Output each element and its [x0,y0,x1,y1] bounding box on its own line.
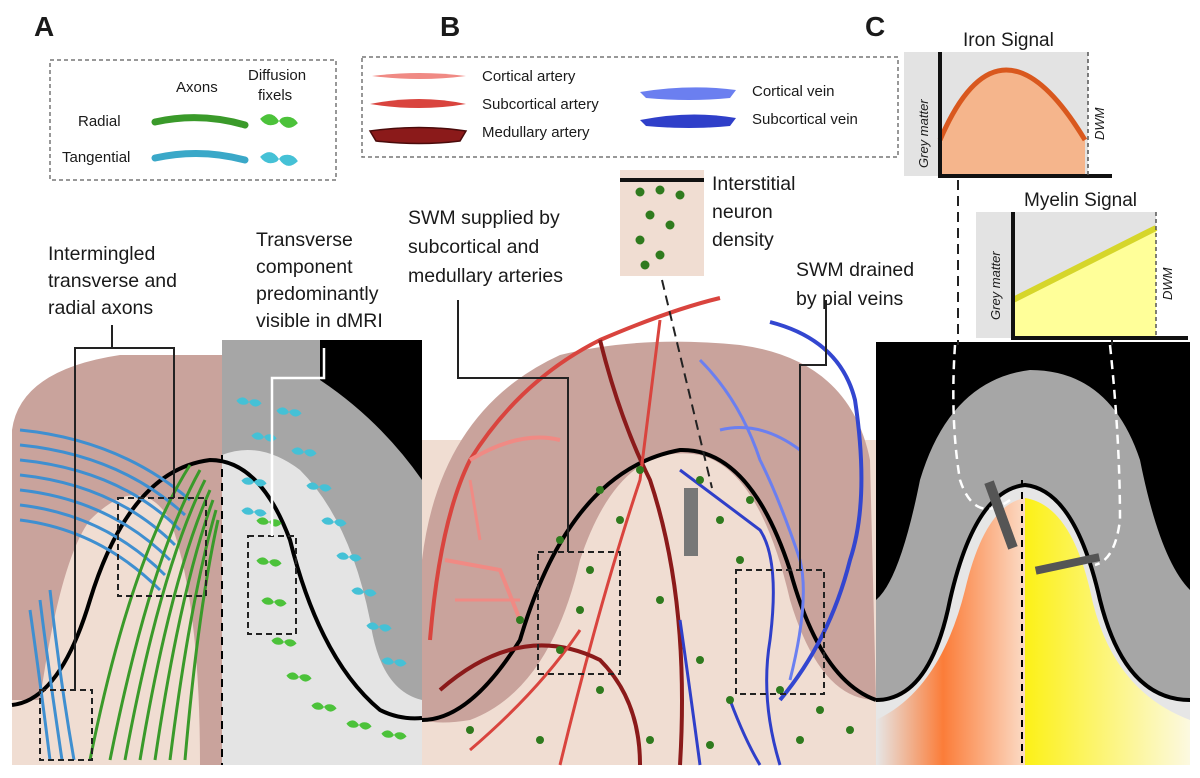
anno-swm-drained-1: SWM drained [796,259,914,281]
legend-subcortical-vein: Subcortical vein [752,111,858,128]
bracket-swm-supplied [457,300,569,552]
legend-tangential-axon [151,150,249,164]
legend-col-fixels-1: Diffusion [248,67,306,84]
cortex-pink-a [12,355,222,765]
panel-a [11,325,423,765]
myelin-sample-bar [1034,553,1101,575]
arteries-b [428,296,721,766]
legend-row-tangential: Tangential [62,149,130,166]
csf-black-a [320,340,422,480]
anno-interstitial-2: neuron [712,201,773,223]
gm-wm-boundary-b [421,447,877,722]
anno-swm-supplied-1: SWM supplied by [408,207,560,229]
anno-transverse-2: component [256,256,353,278]
legend-cortical-artery: Cortical artery [482,68,576,85]
iron-gradient-c [876,498,1025,765]
legend-b [361,56,899,158]
gm-wm-boundary-c [875,482,1191,702]
iron-plot-right-label: DWM [1092,107,1107,140]
roi-box-b1 [537,551,621,675]
legend-medullary-artery: Medullary artery [482,124,590,141]
anno-transverse-3: predominantly [256,283,379,305]
legend-cortical-artery-swatch [372,73,466,79]
iron-curve [937,67,1088,142]
legend-col-axons: Axons [176,79,218,96]
sample-column-b [684,488,698,556]
gm-wm-boundary-a [11,457,423,721]
anno-swm-supplied-2: subcortical and [408,236,539,258]
bracket-transverse [270,348,326,536]
legend-radial-axon [151,114,249,129]
interstitial-neurons-b [466,466,854,749]
anno-intermingled-3: radial axons [48,297,153,319]
anno-swm-drained-2: by pial veins [796,288,904,310]
anno-interstitial-1: Interstitial [712,173,795,195]
roi-box-b2 [735,569,825,695]
inset-neurons [635,185,685,270]
legend-row-radial: Radial [78,113,121,130]
interstitial-inset [620,170,704,276]
interstitial-pointer [661,279,713,489]
legend-subcortical-artery-swatch [370,99,466,108]
panel-b [421,170,877,766]
iron-plot [904,52,1112,178]
anno-interstitial-3: density [712,229,774,251]
anno-swm-supplied-3: medullary arteries [408,265,563,287]
myelin-line [1011,225,1158,303]
myelin-plot [976,212,1188,340]
bracket-swm-drained [799,300,827,570]
ribbon-dashed-c [952,344,1122,567]
anno-transverse-1: Transverse [256,229,353,251]
legend-subcortical-artery: Subcortical artery [482,96,599,113]
panel-label-b: B [440,11,460,42]
roi-box-a3 [39,689,93,761]
myelin-plot-title: Myelin Signal [1024,190,1137,211]
myelin-plot-right-label: DWM [1160,267,1175,300]
roi-box-a1 [117,497,207,597]
iron-fill [940,70,1085,176]
tangential-axons-a [19,428,191,761]
iron-plot-title: Iron Signal [963,30,1054,51]
myelin-plot-left-label: Grey matter [988,251,1003,320]
legend-medullary-artery-swatch [368,126,468,145]
panel-label-a: A [34,11,54,42]
bracket-intermingled [74,347,175,690]
iron-sample-bar [984,480,1018,550]
legend-subcortical-vein-swatch [640,114,736,128]
myelin-fill [1013,228,1156,338]
anno-intermingled-2: transverse and [48,270,177,292]
iron-plot-left-label: Grey matter [916,99,931,168]
legend-cortical-vein: Cortical vein [752,83,835,100]
anno-intermingled-1: Intermingled [48,243,155,265]
panel-c [875,180,1191,765]
legend-col-fixels-2: fixels [258,87,292,104]
legend-cortical-vein-swatch [640,87,736,100]
anno-transverse-4: visible in dMRI [256,310,383,332]
panel-label-c: C [865,11,885,42]
veins-b [678,320,864,766]
legend-a [49,59,337,181]
